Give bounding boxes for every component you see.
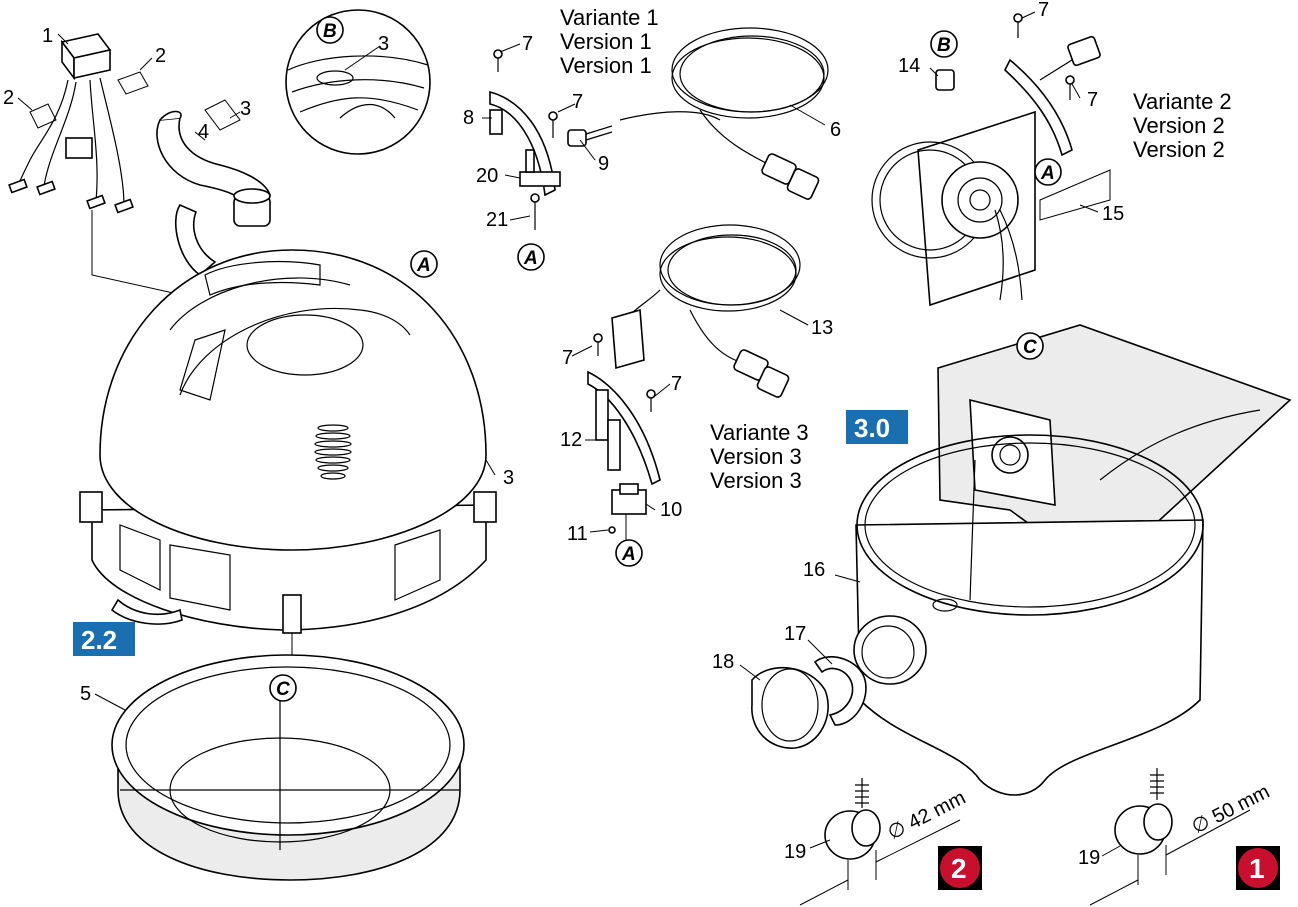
caster-right bbox=[1114, 768, 1173, 855]
dust-bag bbox=[937, 324, 1292, 577]
label-2-left: 2 bbox=[3, 87, 14, 109]
label-8: 8 bbox=[463, 107, 474, 129]
caster-left bbox=[824, 778, 881, 860]
dim-50mm: ∅ 50 mm bbox=[1188, 781, 1273, 839]
variant-1-line-2: Version 1 bbox=[560, 29, 652, 54]
hose-connectors bbox=[751, 656, 867, 749]
vent-slots bbox=[314, 424, 352, 480]
badge-3-0: 3.0 bbox=[846, 410, 908, 444]
label-13: 13 bbox=[811, 317, 833, 339]
ref-a-dome: A bbox=[410, 250, 438, 278]
ref-c-basket: C bbox=[269, 674, 297, 702]
svg-text:3.0: 3.0 bbox=[854, 413, 890, 443]
label-7-e: 7 bbox=[562, 347, 573, 369]
variant-3-line-1: Variante 3 bbox=[710, 420, 809, 445]
variant-2-line-2: Version 2 bbox=[1133, 113, 1225, 138]
variant-2-line-1: Variante 2 bbox=[1133, 89, 1232, 114]
svg-text:B: B bbox=[323, 21, 337, 42]
label-2-right: 2 bbox=[155, 45, 166, 67]
ref-b-reel: B bbox=[930, 30, 958, 58]
label-4: 4 bbox=[198, 121, 209, 143]
svg-text:2.2: 2.2 bbox=[81, 625, 117, 655]
svg-text:A: A bbox=[523, 248, 538, 269]
label-12: 12 bbox=[560, 429, 582, 451]
svg-text:B: B bbox=[937, 35, 951, 56]
svg-text:2: 2 bbox=[951, 853, 967, 884]
marker-2: 2 bbox=[938, 846, 982, 890]
label-19-left: 19 bbox=[784, 841, 806, 863]
variant-1-line-1: Variante 1 bbox=[560, 5, 659, 30]
leader-lines bbox=[17, 11, 1121, 857]
variant-1-line-3: Version 1 bbox=[560, 53, 652, 78]
label-6: 6 bbox=[830, 119, 841, 141]
svg-text:C: C bbox=[276, 679, 290, 700]
version3-parts bbox=[587, 224, 801, 540]
badge-2-2: 2.2 bbox=[73, 622, 135, 656]
marker-1: 1 bbox=[1236, 846, 1280, 890]
variant-2-line-3: Version 2 bbox=[1133, 137, 1225, 162]
variant-3-line-2: Version 3 bbox=[710, 444, 802, 469]
label-20: 20 bbox=[476, 165, 498, 187]
label-10: 10 bbox=[660, 499, 682, 521]
part-number-labels: 1 2 2 3 4 3 3 5 7 7 8 9 6 20 21 7 14 7 1… bbox=[3, 0, 1124, 869]
ref-a-version1: A bbox=[517, 243, 545, 271]
ref-a-reel: A bbox=[1034, 158, 1062, 186]
label-15: 15 bbox=[1102, 203, 1124, 225]
label-7-a: 7 bbox=[522, 33, 533, 55]
label-3-dome: 3 bbox=[503, 467, 514, 489]
label-14: 14 bbox=[898, 55, 920, 77]
label-16: 16 bbox=[803, 559, 825, 581]
variant-3-line-3: Version 3 bbox=[710, 468, 802, 493]
ref-a-version3: A bbox=[615, 539, 643, 567]
variant-2-caption: Variante 2 Version 2 Version 2 bbox=[1133, 89, 1232, 162]
label-3-detail: 3 bbox=[378, 33, 389, 55]
variant-3-caption: Variante 3 Version 3 Version 3 bbox=[710, 420, 809, 493]
label-18: 18 bbox=[712, 651, 734, 673]
label-1: 1 bbox=[42, 25, 53, 47]
variant-1-caption: Variante 1 Version 1 Version 1 bbox=[560, 5, 659, 78]
handle bbox=[156, 99, 271, 277]
version1-parts bbox=[489, 27, 829, 230]
svg-text:A: A bbox=[621, 544, 636, 565]
label-5: 5 bbox=[80, 683, 91, 705]
label-17: 17 bbox=[784, 623, 806, 645]
label-19-right: 19 bbox=[1078, 847, 1100, 869]
svg-text:A: A bbox=[1040, 163, 1055, 184]
dim-42mm: ∅ 42 mm bbox=[884, 787, 969, 845]
label-21: 21 bbox=[486, 209, 508, 231]
container bbox=[853, 434, 1204, 796]
cable-reel bbox=[871, 13, 1111, 307]
label-7-d: 7 bbox=[1087, 89, 1098, 111]
label-7-f: 7 bbox=[671, 373, 682, 395]
svg-text:C: C bbox=[1023, 337, 1037, 358]
label-3-top: 3 bbox=[240, 98, 251, 120]
reference-markers: B A C A B A A C bbox=[269, 16, 1062, 702]
svg-text:A: A bbox=[416, 255, 431, 276]
label-7-b: 7 bbox=[572, 91, 583, 113]
ref-b-detail: B bbox=[316, 16, 344, 44]
motor-head bbox=[79, 249, 497, 680]
filter-basket bbox=[111, 654, 465, 881]
svg-text:1: 1 bbox=[1249, 853, 1265, 884]
label-11: 11 bbox=[567, 523, 588, 545]
detail-view-b bbox=[285, 9, 431, 155]
dimension-lines bbox=[799, 809, 1251, 906]
ref-c-bag: C bbox=[1016, 332, 1044, 360]
label-9: 9 bbox=[598, 153, 609, 175]
label-7-c: 7 bbox=[1038, 0, 1049, 21]
